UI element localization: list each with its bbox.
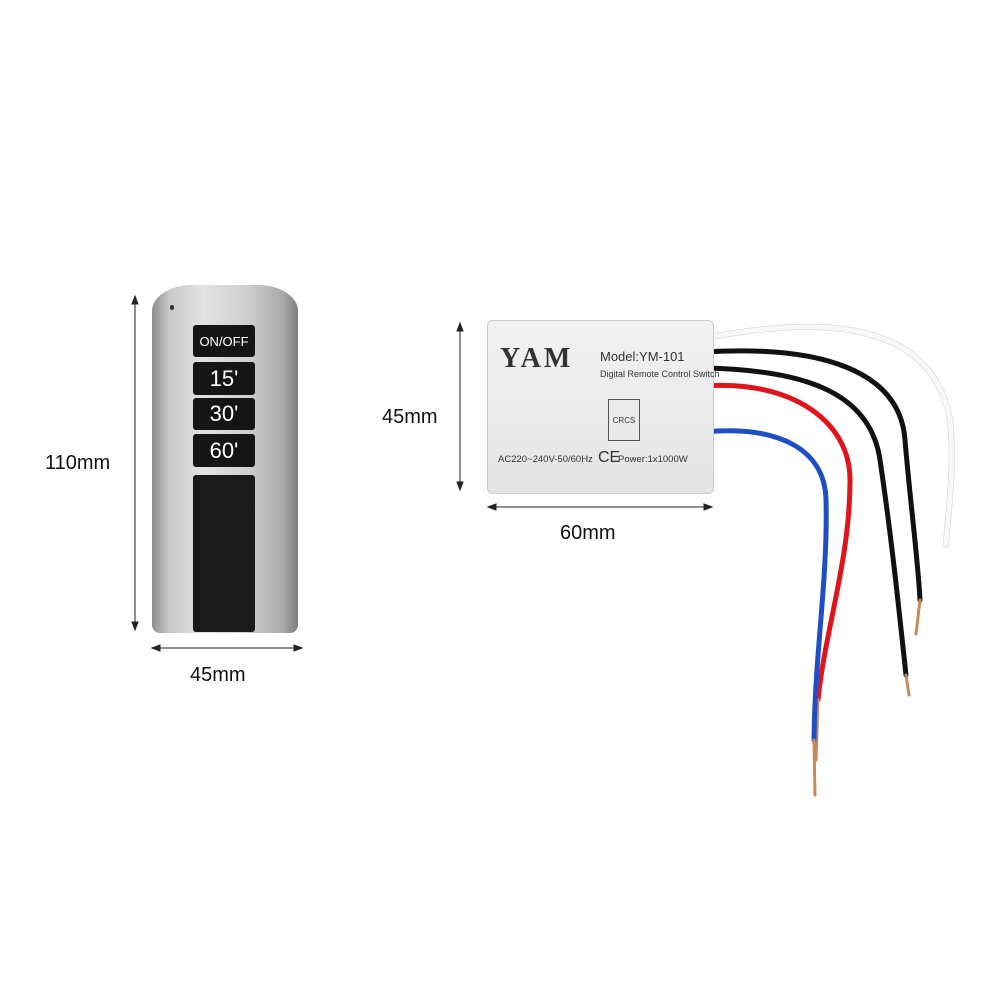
30-minute-button[interactable]: 30' (193, 398, 255, 430)
remote-width-label: 45mm (190, 664, 246, 686)
remote-lower-panel (193, 475, 255, 632)
circuit-diagram: CRCS (608, 399, 640, 441)
remote-height-label: 110mm (45, 452, 111, 474)
ce-mark: CE (598, 449, 621, 466)
module-width-label: 60mm (560, 522, 616, 544)
indicator-led (170, 305, 174, 310)
receiver-module: YAM Model:YM-101 Digital Remote Control … (487, 320, 720, 494)
voltage-label: AC220~240V-50/60Hz (498, 454, 593, 465)
model-label: Model:YM-101 (600, 349, 685, 364)
remote-control: ON/OFF 15' 30' 60' (152, 285, 298, 633)
power-label: Power:1x1000W (618, 454, 688, 465)
description-label: Digital Remote Control Switch (600, 369, 720, 379)
15-minute-button[interactable]: 15' (193, 362, 255, 395)
60-minute-button[interactable]: 60' (193, 434, 255, 467)
module-height-label: 45mm (382, 406, 438, 428)
on-off-button[interactable]: ON/OFF (193, 325, 255, 357)
brand-logo: YAM (500, 343, 574, 374)
